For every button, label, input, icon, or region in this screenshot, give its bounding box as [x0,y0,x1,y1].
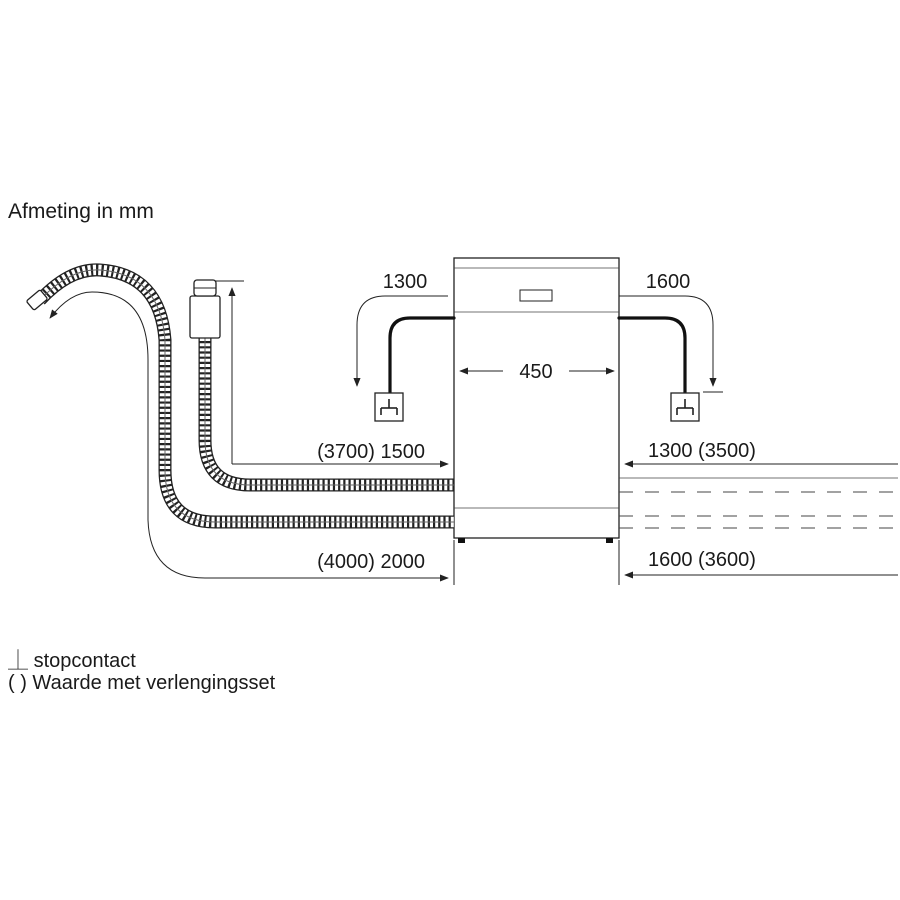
drain-hose-length-label: (4000) 2000 [317,551,425,573]
legend-parentheses: ( ) Waarde met verlengingsset [8,672,275,695]
right-inlet-hose-length-label: 1300 (3500) [648,440,756,462]
right-foot [606,538,613,543]
right-hose-routes [619,477,898,529]
dishwasher-body [453,257,620,543]
left-cable-length-label: 1300 [383,271,428,293]
left-power-cable: 1300 [353,271,456,422]
right-socket-icon [670,392,700,422]
right-drain-hose-dimension: 1600 (3600) [618,540,898,585]
inlet-hose-dimension: (3700) 1500 [215,280,455,474]
drain-hose-dimension: (4000) 2000 [49,291,455,585]
legend-socket-label: stopcontact [33,650,136,672]
control-panel-display [519,289,553,302]
aquastop-valve-icon [189,279,221,339]
right-cable-length-label: 1600 [646,271,691,293]
legend-parentheses-label: ( ) Waarde met verlengingsset [8,672,276,694]
inlet-hose-length-label: (3700) 1500 [317,441,425,463]
drain-hose-end-icon [26,289,48,311]
drain-hose [26,263,454,529]
width-label: 450 [519,361,552,383]
inlet-hose [189,279,454,492]
width-dimension: 450 [459,361,615,383]
right-inlet-hose-dimension: 1300 (3500) [618,440,898,474]
left-socket-icon [374,392,404,422]
diagram-title: Afmeting in mm [8,200,154,223]
right-drain-hose-length-label: 1600 (3600) [648,549,756,571]
socket-symbol-icon: ⏊ [8,650,28,672]
right-power-cable: 1600 [617,271,723,422]
left-foot [458,538,465,543]
legend-socket: ⏊ stopcontact [8,644,136,673]
